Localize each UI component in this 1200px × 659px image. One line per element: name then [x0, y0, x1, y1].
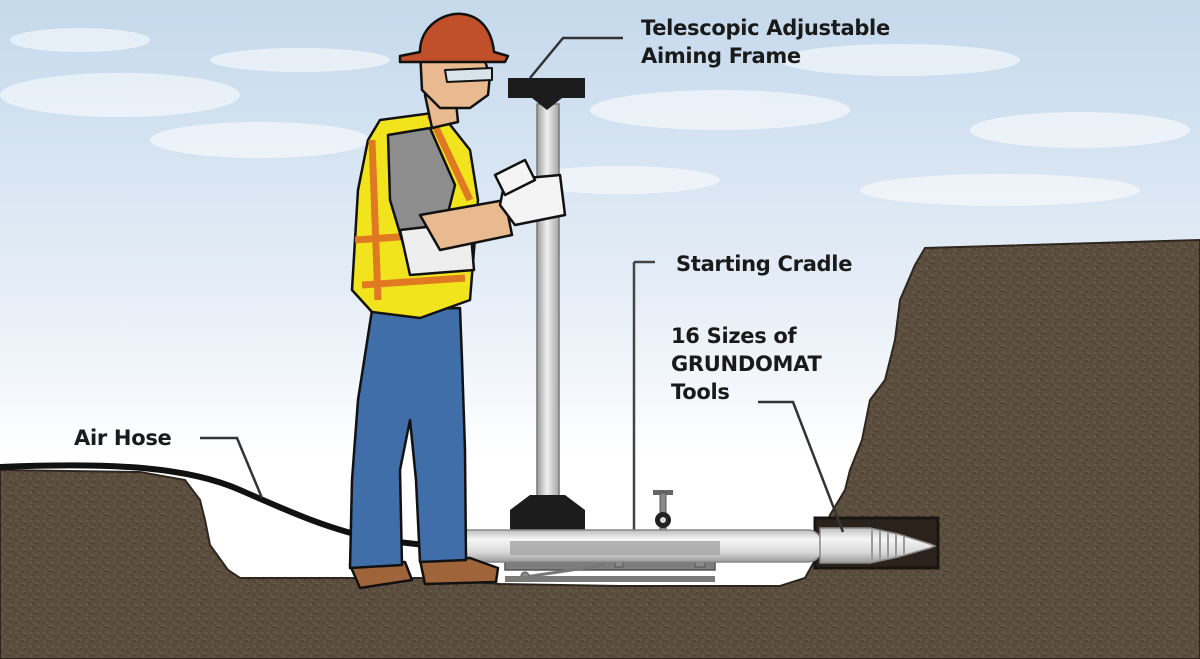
air-hose [0, 462, 428, 548]
air-hose-leader [200, 436, 264, 499]
tools-leader [758, 400, 845, 533]
grundomat-tool [421, 527, 938, 564]
safety-glasses [444, 67, 493, 83]
clouds [0, 28, 1190, 206]
glove-left [493, 158, 537, 197]
jeans [348, 306, 468, 570]
label-aiming-frame: Telescopic Adjustable Aiming Frame [641, 16, 890, 68]
label-grundomat-tools: 16 Sizes of GRUNDOMAT Tools [671, 324, 822, 404]
hard-hat [398, 12, 510, 64]
label-starting-cradle: Starting Cradle [676, 252, 853, 276]
label-air-hose: Air Hose [74, 426, 172, 450]
worker-figure [348, 12, 567, 590]
aiming-frame-leader [529, 36, 623, 79]
